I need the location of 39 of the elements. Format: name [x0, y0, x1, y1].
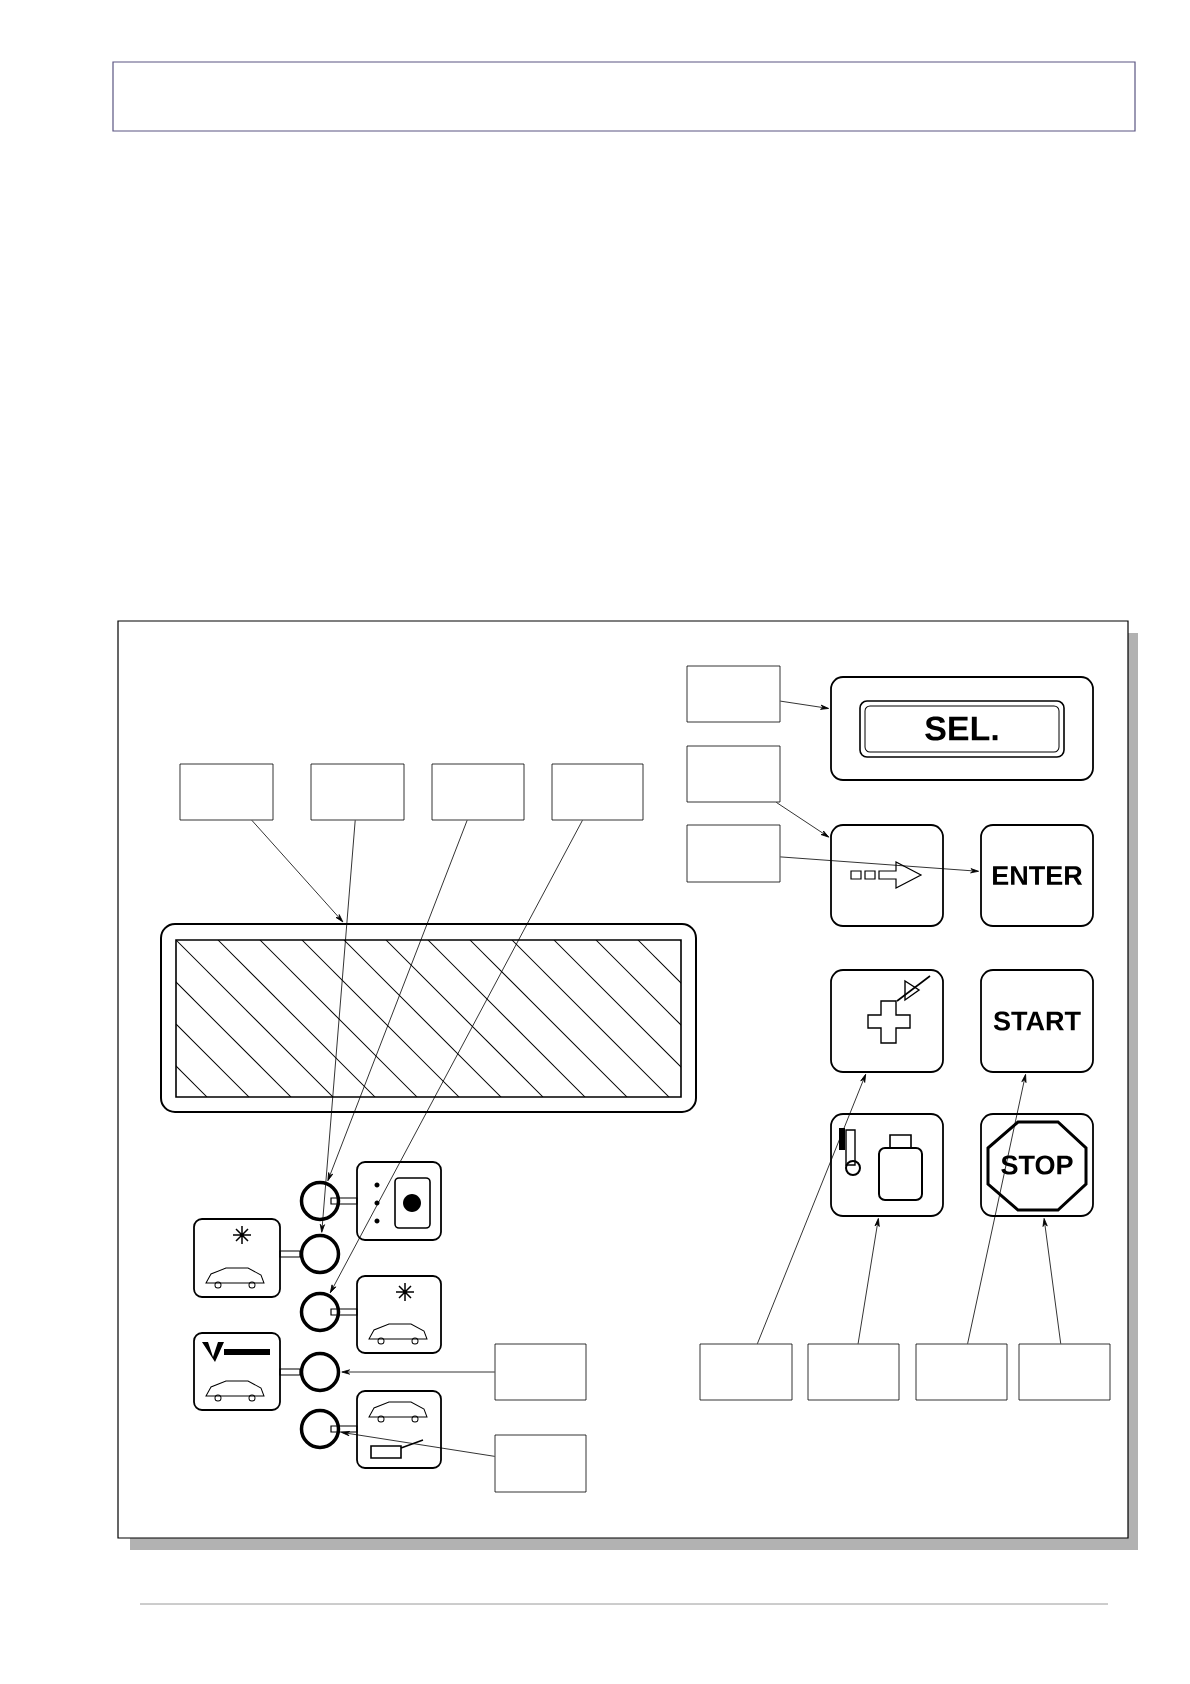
callout-box: [179, 763, 274, 821]
callout-box: [686, 745, 781, 803]
leader-line: [341, 1431, 495, 1457]
callout-box: [494, 1434, 587, 1493]
leader-line: [341, 1369, 495, 1375]
display-screen: [160, 923, 697, 1113]
callout-box: [699, 1343, 793, 1401]
indicator-lamp: [299, 1233, 341, 1275]
callout-box: [807, 1343, 900, 1401]
control-button: [830, 969, 944, 1073]
leader-line: [780, 856, 979, 874]
control-button: START: [980, 969, 1094, 1073]
callout-box: [494, 1343, 587, 1401]
leader-line: [319, 820, 356, 1233]
leader-line: [327, 820, 468, 1182]
callout-box: [915, 1343, 1008, 1401]
control-button: ENTER: [980, 824, 1094, 927]
control-button: [830, 1113, 944, 1217]
callout-box: [310, 763, 405, 821]
callout-box: [431, 763, 525, 821]
leader-line: [775, 802, 830, 838]
leader-line: [967, 1074, 1027, 1344]
select-button: SEL.: [830, 676, 1094, 781]
leader-line: [857, 1218, 880, 1344]
callout-box: [686, 824, 781, 883]
indicator-lamp: [299, 1351, 341, 1393]
control-button: STOP: [980, 1113, 1094, 1217]
leader-line: [780, 700, 829, 710]
callout-box: [551, 763, 644, 821]
control-button: [830, 824, 944, 927]
leader-line: [757, 1073, 867, 1344]
callout-box: [686, 665, 781, 723]
callout-box: [1018, 1343, 1111, 1401]
indicator-lamp: [299, 1180, 341, 1222]
leader-line: [1042, 1218, 1062, 1344]
leader-line: [329, 820, 583, 1294]
leader-line: [251, 820, 344, 923]
indicator-lamp: [299, 1291, 341, 1333]
indicator-lamp: [299, 1408, 341, 1450]
